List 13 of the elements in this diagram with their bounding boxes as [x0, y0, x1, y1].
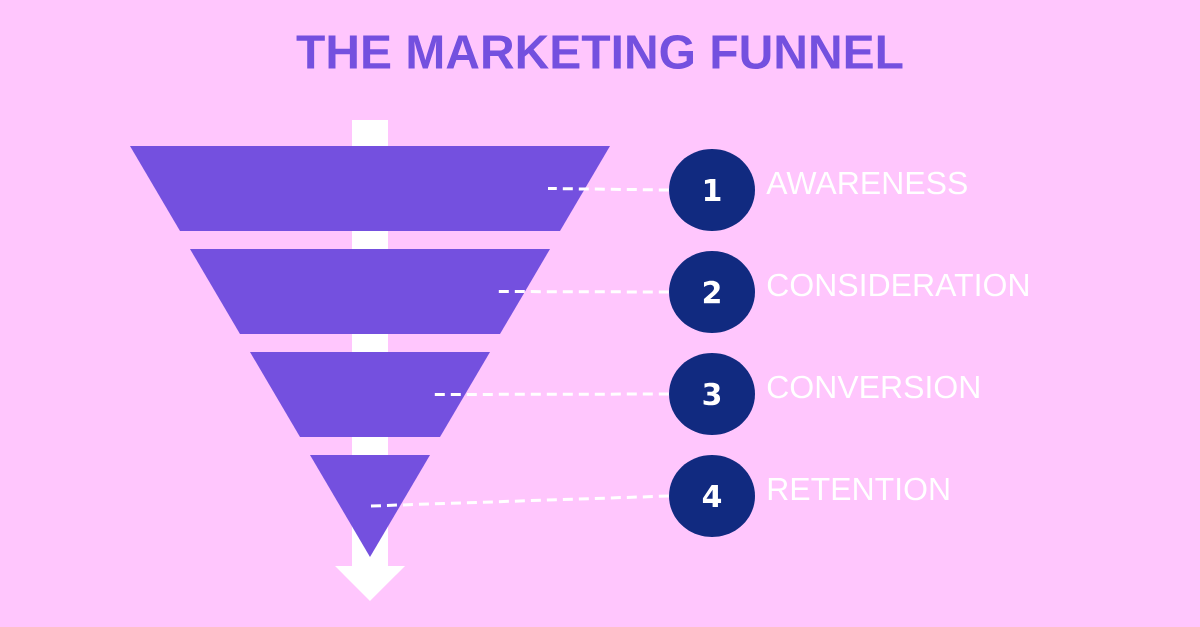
funnel-band [130, 146, 610, 231]
stage-label: AWARENESS [766, 171, 967, 195]
leader-line [434, 392, 669, 396]
funnel-tip [310, 455, 430, 557]
leader-line [497, 290, 669, 294]
stage-label: CONVERSION [767, 375, 979, 399]
funnel-band [250, 352, 490, 437]
funnel-band [190, 249, 550, 334]
stage-label: CONSIDERATION [767, 273, 1028, 297]
stage-label: RETENTION [768, 477, 949, 501]
title: THE MARKETING FUNNEL [296, 35, 903, 69]
leader-line [548, 187, 669, 192]
leader-line [369, 494, 669, 508]
